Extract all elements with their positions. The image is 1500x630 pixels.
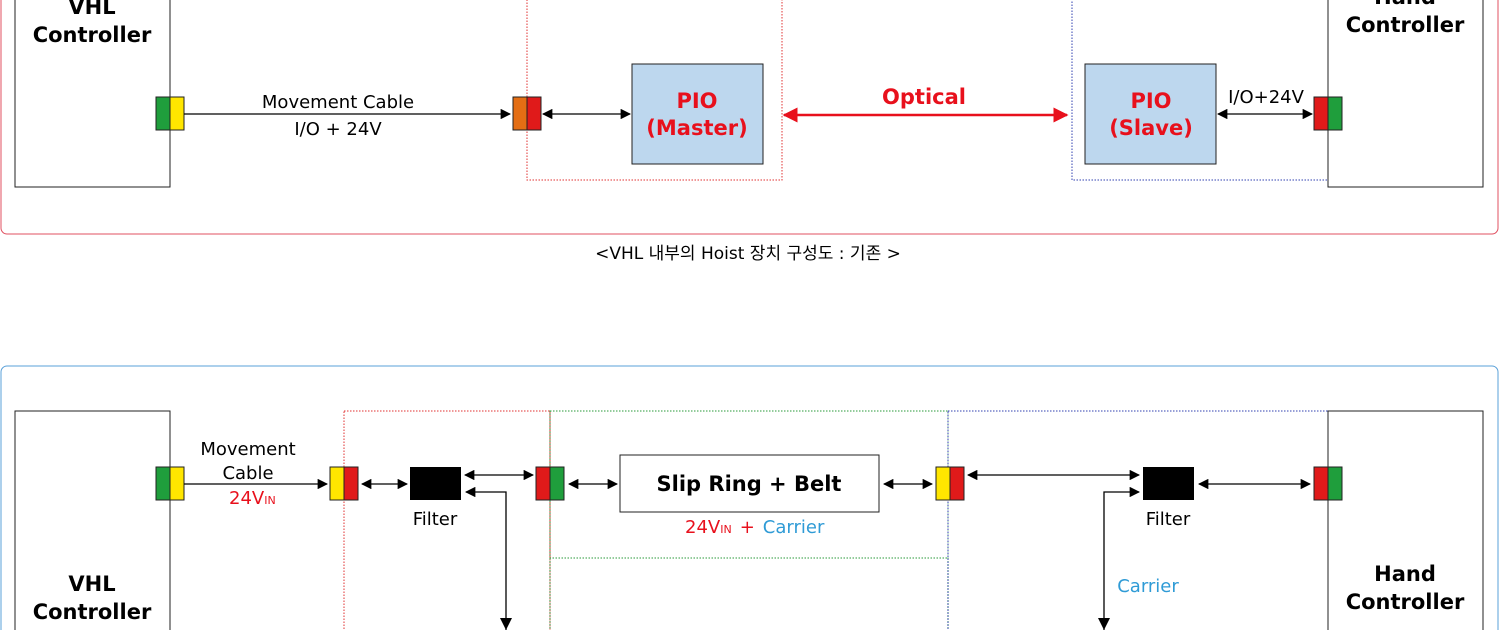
bottom-right-carrier-branch xyxy=(1103,486,1141,630)
bottom-right-carrier-label: Carrier xyxy=(1117,576,1179,597)
bottom-left-carrier-down-arrowhead xyxy=(500,618,512,630)
top-pio-slave-label-1: PIO xyxy=(1130,89,1171,113)
top-slave-link-label: I/O+24V xyxy=(1228,87,1305,108)
top-pio-master-label-2: (Master) xyxy=(646,116,747,140)
bottom-slip-ring-label: Slip Ring + Belt xyxy=(657,472,842,496)
top-vhl-controller-label-2: Controller xyxy=(33,23,152,47)
top-optical-label: Optical xyxy=(882,85,966,109)
bottom-filter-left-box xyxy=(410,467,461,500)
bottom-vhl-controller-label-1: VHL xyxy=(68,572,115,596)
bottom-cable-power-label: 24VIN xyxy=(229,488,276,509)
bottom-filter-right-box xyxy=(1143,467,1194,500)
bottom-left-carrier-branch xyxy=(464,486,507,630)
bottom-slip-left-connector xyxy=(535,466,565,501)
bottom-movement-cable-label-1: Movement xyxy=(200,439,295,460)
bottom-vhl-controller-box xyxy=(14,410,171,630)
bottom-filter-right-label: Filter xyxy=(1146,509,1191,530)
bottom-filter-left-label: Filter xyxy=(413,509,458,530)
top-pio-master-zone xyxy=(526,0,783,181)
bottom-hand-controller-box xyxy=(1327,410,1484,630)
bottom-diagram: VHL Controller Hand Controller Movement … xyxy=(0,365,1499,630)
bottom-hand-controller-label-2: Controller xyxy=(1346,590,1465,614)
top-master-connector xyxy=(512,96,542,131)
bottom-slip-ring-signal-label: 24VIN+Carrier xyxy=(685,517,825,538)
top-diagram: VHL Controller Hand Controller Movement … xyxy=(0,0,1499,235)
top-hand-controller-box xyxy=(1327,0,1484,188)
top-outer-frame xyxy=(0,0,1499,235)
top-pio-slave-label-2: (Slave) xyxy=(1109,116,1193,140)
top-pio-slave-box xyxy=(1084,63,1217,165)
bottom-left-zone-connector xyxy=(329,466,359,501)
top-movement-cable-sublabel: I/O + 24V xyxy=(294,119,382,140)
bottom-vhl-controller-label-2: Controller xyxy=(33,600,152,624)
top-pio-master-box xyxy=(631,63,764,165)
bottom-right-zone-connector xyxy=(935,466,965,501)
bottom-right-carrier-down-arrowhead xyxy=(1098,618,1110,630)
bottom-movement-cable-label-2: Cable xyxy=(222,463,273,484)
top-diagram-caption: <VHL 내부의 Hoist 장치 구성도 : 기존 > xyxy=(595,244,901,264)
top-vhl-controller-label-1: VHL xyxy=(68,0,115,19)
bottom-right-zone xyxy=(947,410,1329,630)
bottom-slip-ring-box xyxy=(619,454,880,513)
top-vhl-connector xyxy=(155,96,185,131)
bottom-outer-frame xyxy=(0,365,1499,630)
bottom-hand-controller-label-1: Hand xyxy=(1374,562,1436,586)
top-pio-master-label-1: PIO xyxy=(676,89,717,113)
top-movement-cable-label: Movement Cable xyxy=(262,92,414,113)
top-hand-controller-label-1: Hand xyxy=(1374,0,1436,9)
bottom-vhl-connector xyxy=(155,466,185,501)
top-hand-controller-label-2: Controller xyxy=(1346,13,1465,37)
bottom-hand-connector xyxy=(1313,466,1343,501)
top-vhl-controller-box xyxy=(14,0,171,188)
top-hand-connector xyxy=(1313,96,1343,131)
